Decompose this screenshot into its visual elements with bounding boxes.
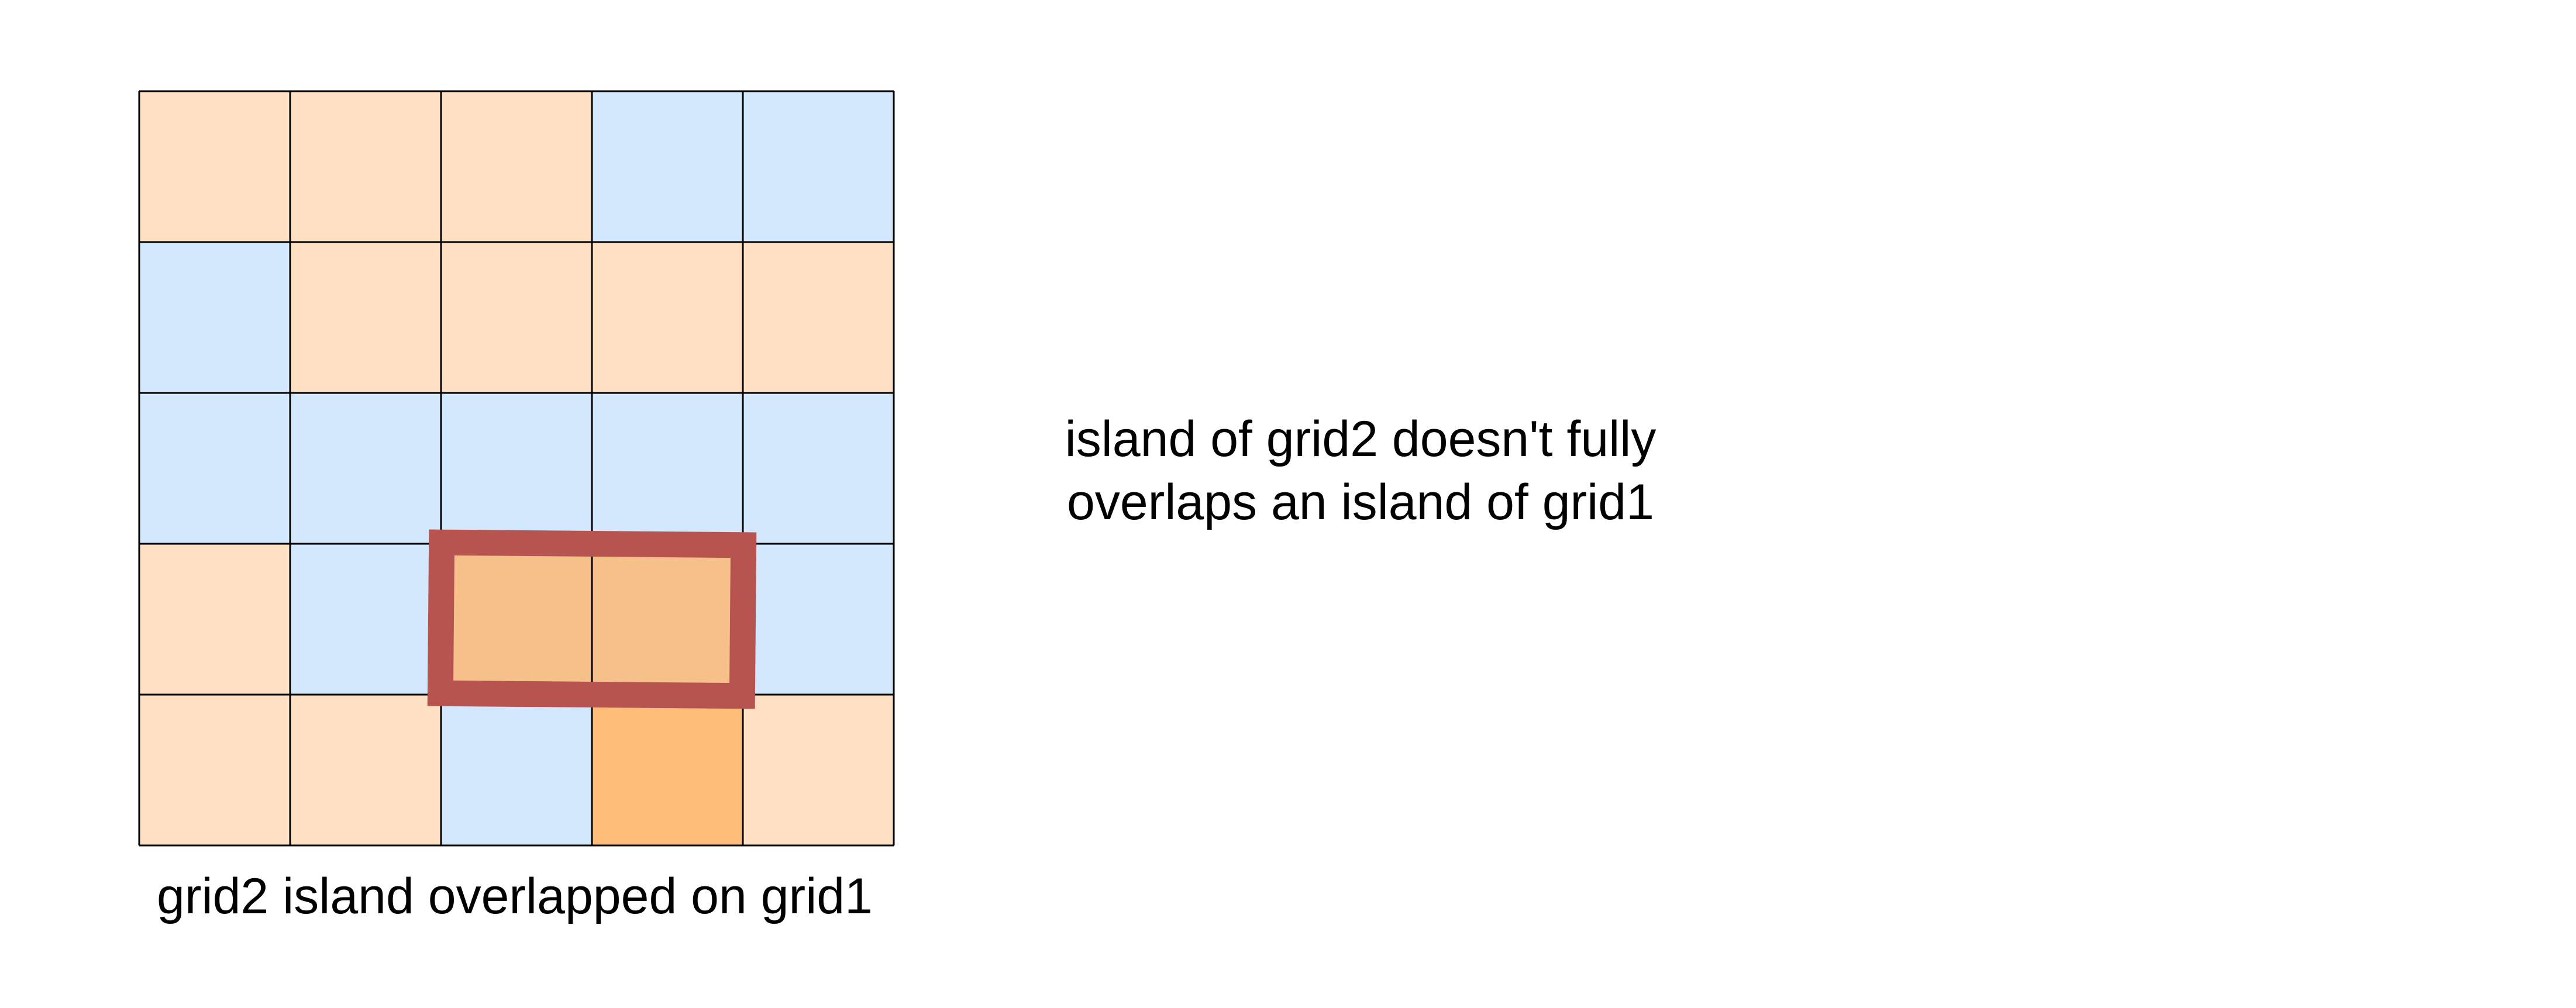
water-cell-r0-c4 (743, 91, 894, 242)
land-cell-r0-c2 (441, 91, 592, 242)
grid (139, 91, 894, 845)
water-cell-r2-c1 (290, 393, 441, 544)
land-cell-r0-c1 (290, 91, 441, 242)
water-cell-r2-c0 (139, 393, 290, 544)
highlighted-island-outline (427, 529, 757, 709)
overlap-cell-r3-c3 (592, 544, 743, 695)
water-cell-r1-c0 (139, 242, 290, 393)
land-cell-r4-c4 (743, 695, 894, 845)
land-cell-r3-c0 (139, 544, 290, 695)
grid-lines (138, 90, 895, 847)
water-cell-r2-c4 (743, 393, 894, 544)
land-cell-r4-c0 (139, 695, 290, 845)
note-line-1: island of grid2 doesn't fully (1065, 411, 1657, 467)
water-cell-r2-c2 (441, 393, 592, 544)
water-cell-r3-c4 (743, 544, 894, 695)
grid-caption: grid2 island overlapped on grid1 (157, 868, 873, 924)
land-cell-r1-c1 (290, 242, 441, 393)
water-cell-r2-c3 (592, 393, 743, 544)
water-cell-r4-c2 (441, 695, 592, 845)
overlap-cell-r4-c3 (592, 695, 743, 845)
water-cell-r0-c3 (592, 91, 743, 242)
land-cell-r4-c1 (290, 695, 441, 845)
land-cell-r1-c3 (592, 242, 743, 393)
land-cell-r0-c0 (139, 91, 290, 242)
overlap-cell-r3-c2 (441, 544, 592, 695)
land-cell-r1-c4 (743, 242, 894, 393)
land-cell-r1-c2 (441, 242, 592, 393)
note-line-2: overlaps an island of grid1 (1067, 474, 1654, 530)
water-cell-r3-c1 (290, 544, 441, 695)
